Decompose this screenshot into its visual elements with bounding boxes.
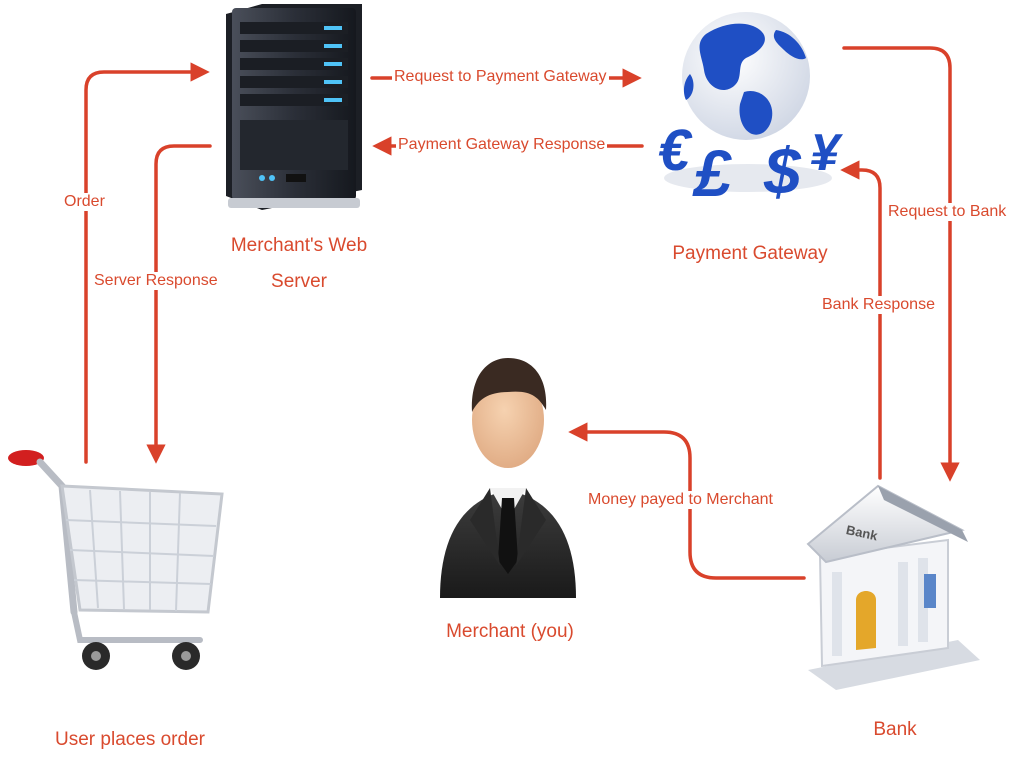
bank-sign: Bank xyxy=(845,522,880,543)
edge-label-money-merchant: Money payed to Merchant xyxy=(586,491,775,509)
bank-building-icon: Bank xyxy=(806,484,980,690)
globe-currency-icon xyxy=(664,12,832,192)
server-label: Merchant's Web Server xyxy=(230,235,368,292)
edge-label-order: Order xyxy=(62,193,107,211)
edge-label-server-response: Server Response xyxy=(92,272,220,290)
pound-symbol: £ xyxy=(692,136,732,210)
yen-symbol: ¥ xyxy=(810,124,844,182)
user-label: User places order xyxy=(55,729,205,750)
currency-symbols: € £ $ ¥ xyxy=(658,118,844,210)
arrow-request-to-bank xyxy=(842,46,960,482)
gateway-label: Payment Gateway xyxy=(672,243,828,264)
arrow-order xyxy=(84,62,210,464)
edge-label-gateway-response: Payment Gateway Response xyxy=(396,136,608,154)
arrow-bank-response xyxy=(840,160,882,480)
bank-label: Bank xyxy=(873,719,917,740)
dollar-symbol: $ xyxy=(763,134,802,208)
edge-label-bank-response: Bank Response xyxy=(820,296,937,314)
server-icon xyxy=(226,4,362,210)
euro-symbol: € xyxy=(658,118,693,183)
edge-label-request-bank: Request to Bank xyxy=(886,203,1009,221)
businessman-icon xyxy=(440,358,576,598)
shopping-cart-icon xyxy=(8,450,224,670)
arrow-server-response xyxy=(146,144,212,464)
merchant-label: Merchant (you) xyxy=(446,621,574,642)
edge-label-request-gateway: Request to Payment Gateway xyxy=(392,68,609,86)
